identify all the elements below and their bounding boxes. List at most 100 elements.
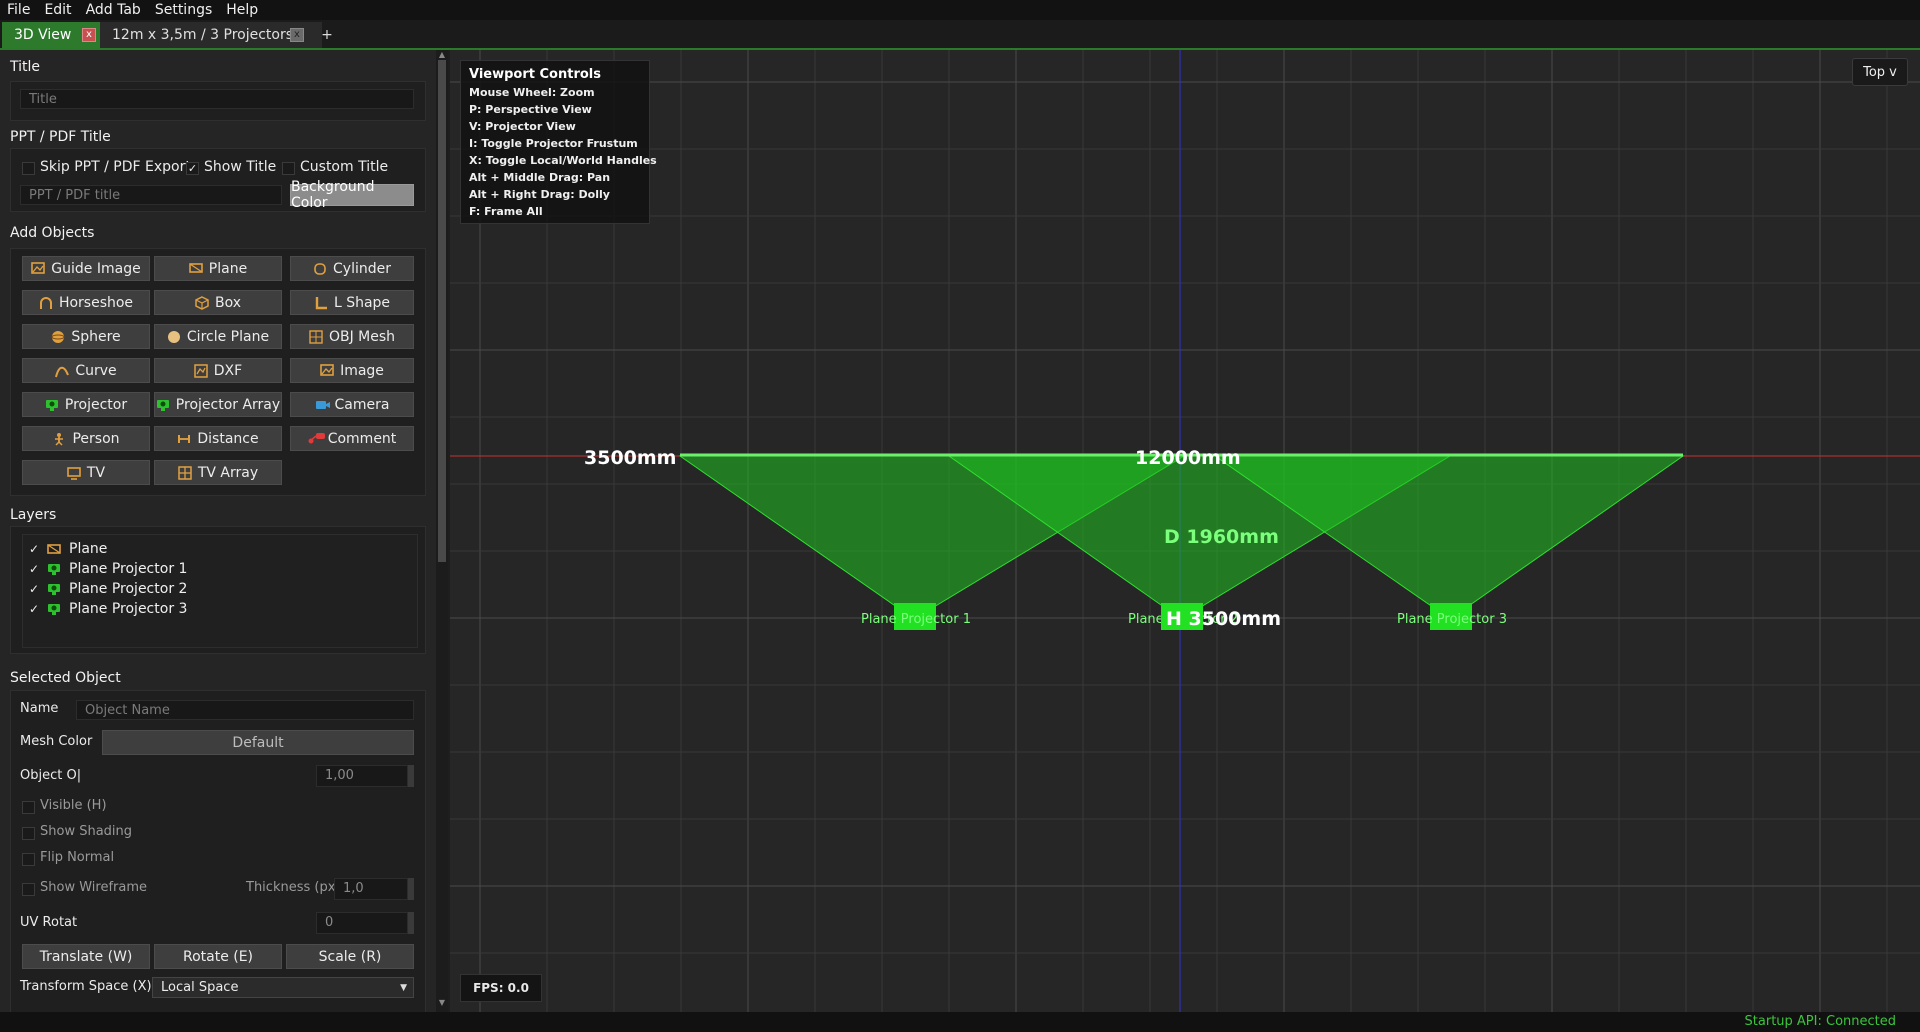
button-label: TV Array bbox=[197, 464, 259, 481]
control-hint: V: Projector View bbox=[469, 120, 576, 133]
viewport-controls-title: Viewport Controls bbox=[469, 67, 601, 82]
mesh-icon bbox=[309, 329, 323, 344]
add-dxf-button[interactable]: DXF bbox=[154, 358, 282, 383]
add-tv-button[interactable]: TV bbox=[22, 460, 150, 485]
add-image-button[interactable]: Image bbox=[290, 358, 414, 383]
image-icon bbox=[31, 261, 46, 276]
width-dimension-label: 12000mm bbox=[1135, 447, 1241, 469]
image-icon bbox=[320, 363, 334, 378]
3d-viewport[interactable]: 3500mm 12000mm D 1960mm Plane Projector … bbox=[450, 50, 1920, 1012]
show-shading-checkbox[interactable] bbox=[22, 827, 35, 840]
button-label: OBJ Mesh bbox=[328, 328, 396, 345]
thickness-stepper[interactable] bbox=[408, 878, 414, 900]
menu-add-tab[interactable]: Add Tab bbox=[85, 2, 141, 18]
ppt-heading: PPT / PDF Title bbox=[10, 129, 111, 145]
view-mode-dropdown[interactable]: Top v bbox=[1852, 58, 1908, 86]
show-title-checkbox[interactable]: ✓ bbox=[186, 162, 199, 175]
visible-check-icon[interactable]: ✓ bbox=[29, 562, 40, 576]
title-input[interactable]: Title bbox=[20, 89, 414, 109]
uv-rotation-stepper[interactable] bbox=[408, 912, 414, 934]
add-comment-button[interactable]: Comment bbox=[290, 426, 414, 451]
add-l-shape-button[interactable]: L Shape bbox=[290, 290, 414, 315]
button-label: Guide Image bbox=[51, 260, 141, 277]
button-label: Box bbox=[214, 294, 242, 311]
layer-item[interactable]: ✓ Plane bbox=[29, 539, 107, 559]
uv-rotation-input[interactable]: 0 bbox=[316, 912, 408, 934]
add-guide-image-button[interactable]: Guide Image bbox=[22, 256, 150, 281]
add-horseshoe-button[interactable]: Horseshoe bbox=[22, 290, 150, 315]
tab-bar: 3D View x 12m x 3,5m / 3 Projectors x + bbox=[0, 20, 1920, 50]
add-objects-heading: Add Objects bbox=[10, 225, 95, 241]
thickness-label: Thickness (px) bbox=[246, 880, 341, 895]
thickness-input[interactable]: 1,0 bbox=[334, 878, 408, 900]
rotate-button[interactable]: Rotate (E) bbox=[154, 944, 282, 969]
scroll-up-icon[interactable]: ▲ bbox=[438, 50, 446, 59]
visible-check-icon[interactable]: ✓ bbox=[29, 542, 40, 556]
layer-label: Plane Projector 3 bbox=[69, 601, 188, 617]
projector-1-body[interactable] bbox=[894, 603, 936, 630]
close-icon[interactable]: x bbox=[82, 28, 96, 42]
visible-check-icon[interactable]: ✓ bbox=[29, 602, 40, 616]
tab-3d-view[interactable]: 3D View x bbox=[2, 22, 106, 48]
add-curve-button[interactable]: Curve bbox=[22, 358, 150, 383]
mesh-color-button[interactable]: Default bbox=[102, 730, 414, 755]
menu-help[interactable]: Help bbox=[226, 2, 259, 18]
panel-scrollbar[interactable]: ▲ ▼ bbox=[436, 50, 448, 1012]
add-projector-button[interactable]: Projector bbox=[22, 392, 150, 417]
menu-edit[interactable]: Edit bbox=[44, 2, 72, 18]
button-label: Horseshoe bbox=[58, 294, 134, 311]
layer-label: Plane Projector 2 bbox=[69, 581, 188, 597]
translate-button[interactable]: Translate (W) bbox=[22, 944, 150, 969]
projector-icon bbox=[48, 564, 60, 575]
control-hint: P: Perspective View bbox=[469, 103, 592, 116]
projector-1-label: Plane Projector 1 bbox=[861, 612, 971, 627]
custom-title-checkbox[interactable] bbox=[282, 162, 295, 175]
button-label: Cylinder bbox=[333, 260, 391, 277]
layer-item[interactable]: ✓ Plane Projector 2 bbox=[29, 579, 187, 599]
tab-project[interactable]: 12m x 3,5m / 3 Projectors x bbox=[100, 22, 322, 48]
tv-icon bbox=[67, 466, 81, 480]
add-box-button[interactable]: Box bbox=[154, 290, 282, 315]
scrollbar-thumb[interactable] bbox=[438, 60, 446, 562]
add-obj-mesh-button[interactable]: OBJ Mesh bbox=[290, 324, 414, 349]
transform-space-select[interactable]: Local Space ▼ bbox=[152, 977, 414, 998]
add-tab-button[interactable]: + bbox=[321, 27, 333, 43]
ppt-title-input[interactable]: PPT / PDF title bbox=[20, 185, 282, 205]
visible-checkbox[interactable] bbox=[22, 801, 35, 814]
flip-normal-checkbox[interactable] bbox=[22, 853, 35, 866]
visible-check-icon[interactable]: ✓ bbox=[29, 582, 40, 596]
add-tv-array-button[interactable]: TV Array bbox=[154, 460, 282, 485]
menu-settings[interactable]: Settings bbox=[154, 2, 213, 18]
add-camera-button[interactable]: Camera bbox=[290, 392, 414, 417]
add-cylinder-button[interactable]: Cylinder bbox=[290, 256, 414, 281]
add-sphere-button[interactable]: Sphere bbox=[22, 324, 150, 349]
background-color-button[interactable]: Background Color bbox=[290, 179, 414, 211]
menu-file[interactable]: File bbox=[7, 2, 31, 18]
close-icon[interactable]: x bbox=[290, 28, 304, 42]
scale-button[interactable]: Scale (R) bbox=[286, 944, 414, 969]
layer-item[interactable]: ✓ Plane Projector 3 bbox=[29, 599, 187, 619]
button-label: Distance bbox=[197, 430, 259, 447]
title-heading: Title bbox=[10, 59, 41, 75]
scroll-down-icon[interactable]: ▼ bbox=[438, 998, 446, 1007]
viewport-scene[interactable]: 3500mm 12000mm D 1960mm Plane Projector … bbox=[450, 50, 1920, 1012]
layer-item[interactable]: ✓ Plane Projector 1 bbox=[29, 559, 187, 579]
object-name-input[interactable]: Object Name bbox=[76, 700, 414, 720]
menu-bar: File Edit Add Tab Settings Help bbox=[0, 0, 1920, 20]
add-distance-button[interactable]: Distance bbox=[154, 426, 282, 451]
projector-3-body[interactable] bbox=[1430, 603, 1472, 630]
add-plane-button[interactable]: Plane bbox=[154, 256, 282, 281]
skip-export-checkbox[interactable] bbox=[22, 162, 35, 175]
projector-icon bbox=[48, 604, 60, 615]
add-person-button[interactable]: Person bbox=[22, 426, 150, 451]
tab-label: 12m x 3,5m / 3 Projectors bbox=[112, 27, 294, 43]
add-circle-plane-button[interactable]: Circle Plane bbox=[154, 324, 282, 349]
control-hint: X: Toggle Local/World Handles bbox=[469, 154, 657, 167]
object-opacity-input[interactable]: 1,00 bbox=[316, 765, 408, 787]
add-projector-array-button[interactable]: Projector Array bbox=[154, 392, 282, 417]
projector-height-label: H 3500mm bbox=[1166, 608, 1281, 630]
custom-title-label: Custom Title bbox=[300, 159, 389, 175]
curve-icon bbox=[55, 364, 70, 378]
show-wireframe-checkbox[interactable] bbox=[22, 883, 35, 896]
opacity-stepper[interactable] bbox=[408, 765, 414, 787]
